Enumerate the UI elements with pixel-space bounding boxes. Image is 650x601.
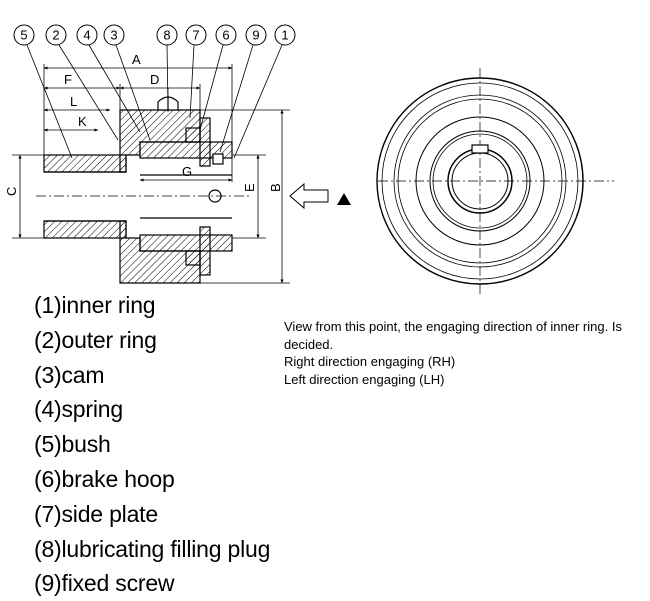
- svg-text:4: 4: [83, 28, 90, 43]
- svg-text:1: 1: [281, 28, 288, 43]
- dim-label-g: G: [182, 164, 192, 179]
- part-item: (4)spring: [34, 396, 123, 423]
- callout-2: 2: [45, 24, 67, 46]
- part-item: (7)side plate: [34, 500, 158, 527]
- svg-text:5: 5: [20, 28, 27, 43]
- svg-text:9: 9: [252, 28, 259, 43]
- callout-6: 6: [215, 24, 237, 46]
- centerlines: [36, 68, 614, 294]
- callout-7: 7: [185, 24, 207, 46]
- part-item: (5)bush: [34, 431, 111, 458]
- note-line: Left direction engaging (LH): [284, 371, 445, 387]
- dim-label-d: D: [150, 72, 159, 87]
- parts-list: (1)inner ring (2)outer ring (3)cam (4)sp…: [34, 288, 270, 601]
- dim-label-c: C: [4, 187, 19, 196]
- part-item: (8)lubricating filling plug: [34, 535, 271, 562]
- svg-text:3: 3: [110, 28, 117, 43]
- dim-label-f: F: [64, 72, 72, 87]
- dim-label-l: L: [70, 94, 77, 109]
- dim-label-e: E: [242, 183, 257, 192]
- section-view: [43, 96, 233, 284]
- engaging-direction-note: View from this point, the engaging direc…: [284, 318, 644, 388]
- dim-label-k: K: [78, 114, 87, 129]
- note-line: Right direction engaging (RH): [284, 354, 456, 369]
- part-item: (6)brake hoop: [34, 465, 175, 492]
- callout-9: 9: [245, 24, 267, 46]
- svg-text:7: 7: [192, 28, 199, 43]
- svg-text:8: 8: [163, 28, 170, 43]
- view-arrow: [289, 182, 351, 210]
- callout-8: 8: [156, 24, 178, 46]
- dimension-labels: A F D L K G C B E: [4, 52, 283, 196]
- part-item: (9)fixed screw: [34, 570, 175, 597]
- svg-text:6: 6: [222, 28, 229, 43]
- part-item: (2)outer ring: [34, 326, 157, 353]
- part-item: (1)inner ring: [34, 292, 156, 318]
- callout-5: 5: [13, 24, 35, 46]
- callout-4: 4: [76, 24, 98, 46]
- dimension-lines: [12, 64, 290, 284]
- dim-label-b: B: [268, 183, 283, 192]
- callout-3: 3: [103, 24, 125, 46]
- engineering-drawing: 5 2 4 3 8 7 6 9 1: [4, 24, 614, 294]
- end-view: [376, 77, 584, 285]
- callout-balloons: 5 2 4 3 8 7 6 9 1: [13, 24, 296, 46]
- dim-label-a: A: [132, 52, 141, 67]
- leader-lines: [26, 44, 283, 159]
- part-item: (3)cam: [34, 361, 105, 388]
- callout-1: 1: [274, 24, 296, 46]
- note-line: View from this point, the engaging direc…: [284, 319, 622, 352]
- svg-text:2: 2: [52, 28, 59, 43]
